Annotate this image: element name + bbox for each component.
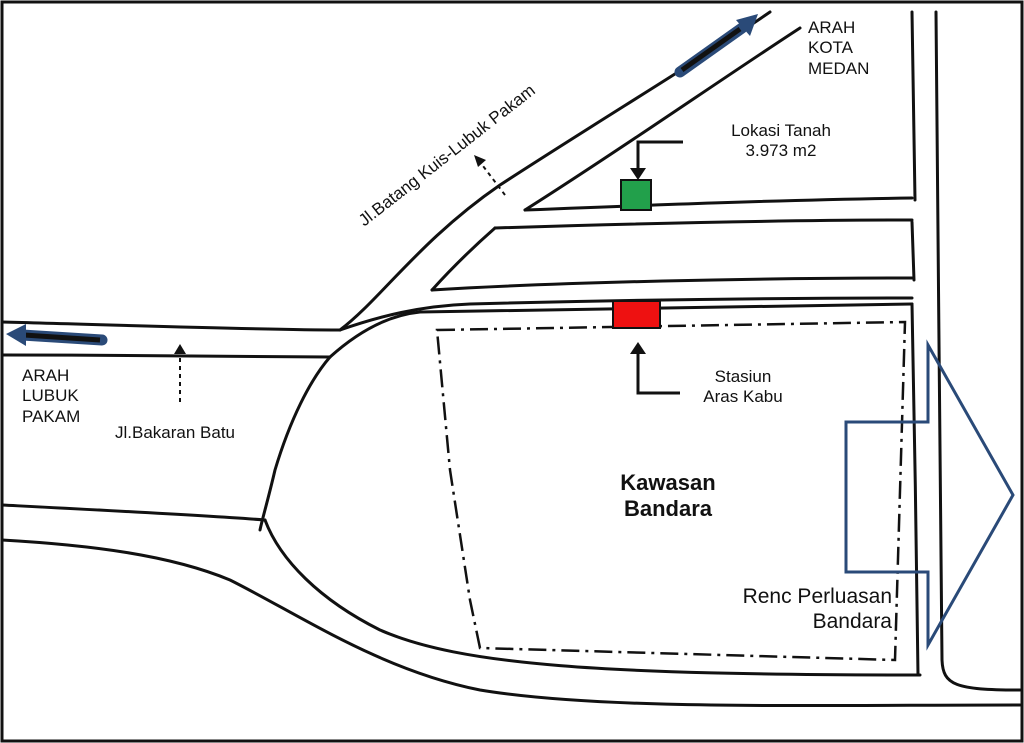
expansion-arrow-icon: [844, 339, 1015, 651]
label-jl-bakaran-batu: Jl.Bakaran Batu: [115, 423, 236, 442]
stasiun-pointer-head: [630, 342, 646, 354]
road-upper-b-left: [430, 226, 497, 292]
road-bakaran-batu-bottom: [0, 353, 332, 359]
road-batang-kuis-lower: [258, 355, 332, 532]
indicator-arrowhead-batang-kuis: [474, 155, 486, 167]
road-inner-curve: [328, 302, 914, 359]
label-arah-lubuk-pakam: ARAH LUBUK PAKAM: [22, 366, 81, 426]
road-upper-c: [430, 276, 914, 292]
stasiun-pointer: [636, 352, 680, 395]
road-batang-kuis-upper-right: [523, 26, 802, 212]
road-lower-curve: [263, 518, 922, 677]
road-upper-b: [493, 218, 914, 230]
lokasi-pointer: [636, 140, 683, 170]
label-kawasan-bandara: Kawasan Bandara: [620, 470, 716, 522]
road-vertical-d: [934, 10, 1022, 692]
airport-boundary: [435, 320, 907, 662]
label-arah-kota-medan: ARAH KOTA MEDAN: [808, 18, 870, 78]
road-vertical-b: [910, 220, 916, 282]
road-vertical-c: [910, 302, 920, 677]
road-vertical-a: [910, 10, 917, 202]
label-renc-perluasan: Renc Perluasan Bandara: [742, 585, 892, 634]
road-lower-left-top: [0, 503, 267, 522]
road-bakaran-batu-top: [0, 320, 342, 332]
road-upper-a: [523, 196, 914, 212]
stasiun-marker: [612, 300, 661, 329]
road-lower-left-bottom: [0, 538, 1022, 708]
label-stasiun: Stasiun Aras Kabu: [703, 367, 783, 407]
arrow-kota-medan-icon: [674, 14, 758, 78]
lokasi-pointer-head: [630, 168, 646, 180]
label-lokasi-tanah: Lokasi Tanah 3.973 m2: [731, 121, 831, 161]
road-upper-d: [338, 296, 914, 332]
road-indicator-batang-kuis: [479, 161, 506, 196]
indicator-arrowhead-bakaran-batu: [174, 344, 186, 354]
arrow-lubuk-pakam-icon: [6, 324, 108, 346]
lokasi-tanah-marker: [620, 179, 652, 211]
